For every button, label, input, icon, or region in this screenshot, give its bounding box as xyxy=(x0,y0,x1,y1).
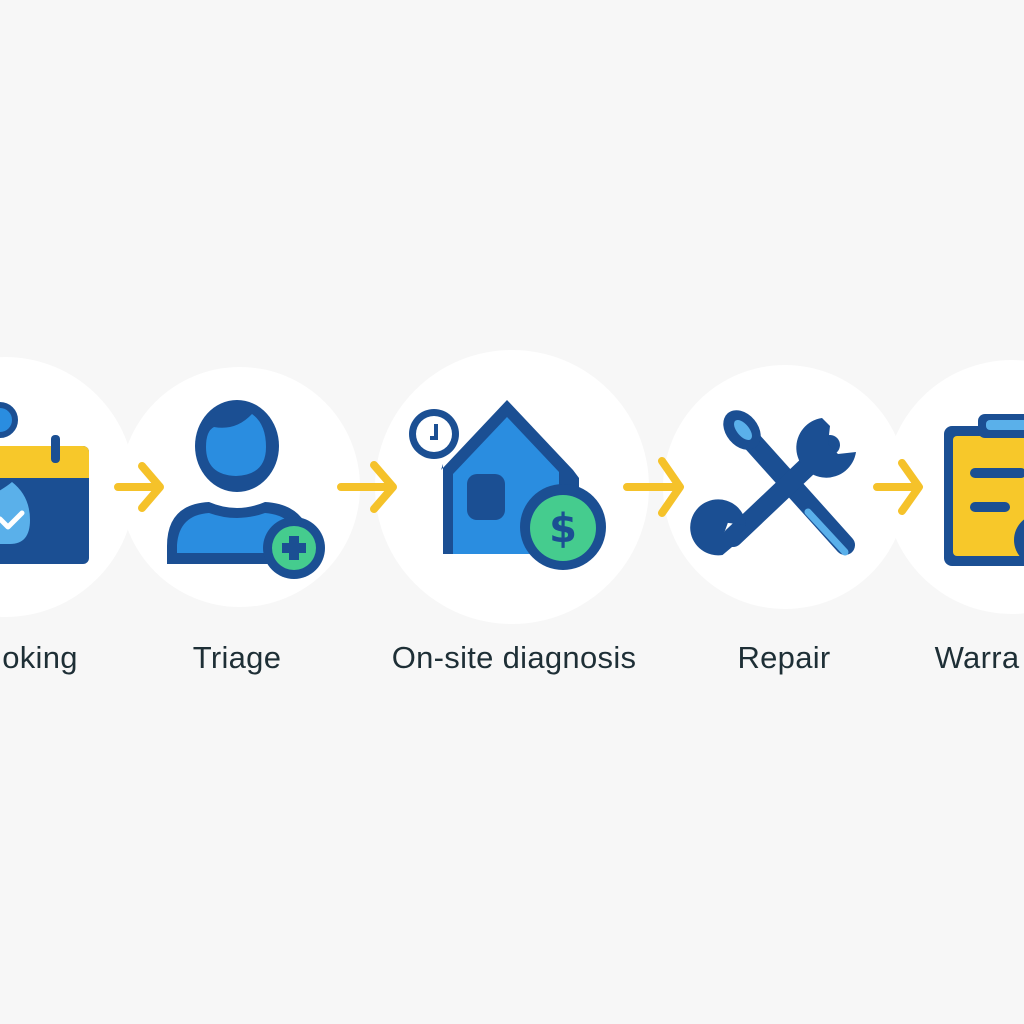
arrow-icon xyxy=(873,459,923,515)
arrow-icon xyxy=(114,462,164,512)
user-plus-icon xyxy=(167,400,325,579)
step-label-triage: Triage xyxy=(192,640,282,675)
step-label-warranty: Warra xyxy=(934,640,1020,675)
step-label-diagnosis: On-site diagnosis xyxy=(391,640,637,675)
wrench-screwdriver-icon xyxy=(690,410,856,556)
arrow-icon xyxy=(623,457,684,517)
arrow-icon xyxy=(337,461,397,513)
step-label-booking: oking xyxy=(2,640,78,675)
step-label-repair: Repair xyxy=(737,640,831,675)
calendar-check-icon xyxy=(0,402,89,564)
clipboard-icon xyxy=(944,414,1024,566)
dollar-icon: $ xyxy=(549,506,577,552)
house-clock-dollar-icon: $ xyxy=(409,400,606,570)
